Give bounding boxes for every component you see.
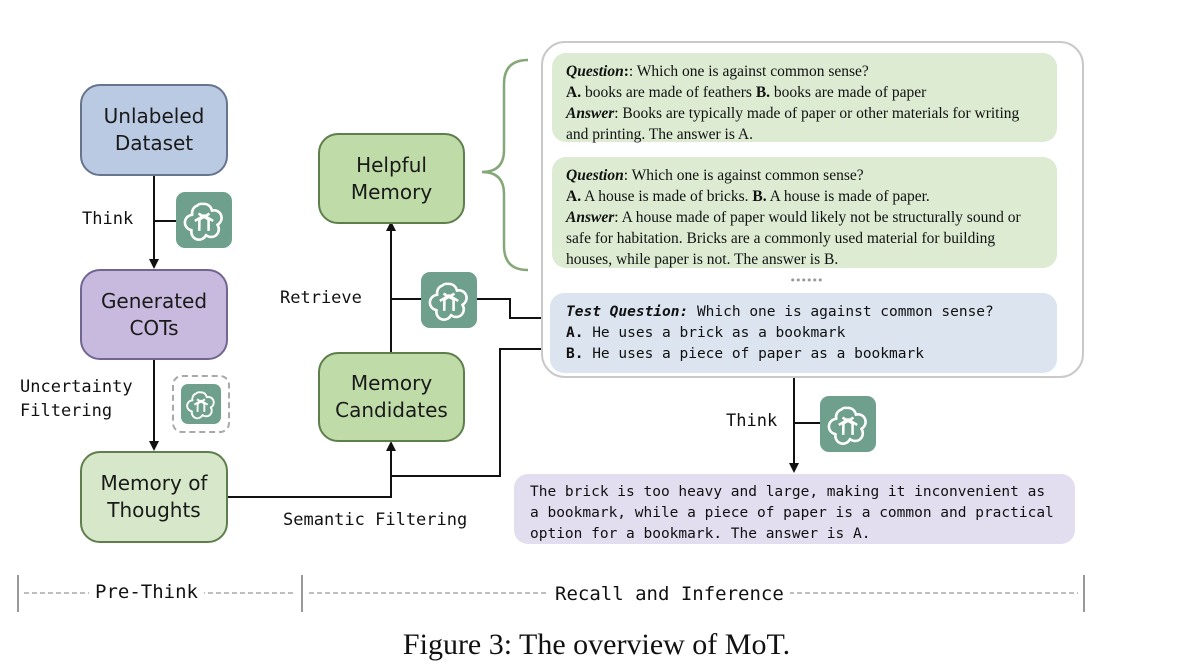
question-text: : Which one is against common sense? xyxy=(628,63,869,80)
test-option-a-text: He uses a brick as a bookmark xyxy=(583,325,846,341)
node-helpful-memory: Helpful Memory xyxy=(318,133,465,224)
option-a-text: A house is made of bricks. xyxy=(581,188,753,205)
node-memory-of-thoughts: Memory of Thoughts xyxy=(80,451,228,543)
memory-example-1: Question:: Which one is against common s… xyxy=(552,53,1057,143)
test-option-b-text: He uses a piece of paper as a bookmark xyxy=(583,346,924,362)
test-question-card: Test Question: Which one is against comm… xyxy=(550,293,1057,373)
label-uncertainty-filtering: Uncertainty Filtering xyxy=(20,377,133,421)
answer-label: Answer xyxy=(566,209,615,226)
option-b-text: A house is made of paper. xyxy=(766,188,930,205)
answer-label: Answer xyxy=(566,105,615,122)
question-text: : Which one is against common sense? xyxy=(623,167,864,184)
openai-logo-icon xyxy=(181,384,221,424)
final-answer-card: The brick is too heavy and large, making… xyxy=(514,474,1075,544)
question-label: Question xyxy=(566,167,624,184)
option-a-label: A. xyxy=(566,188,582,205)
option-a-label: A. xyxy=(566,84,582,101)
optional-llm-box xyxy=(172,375,230,433)
test-option-a-label: A. xyxy=(566,325,584,341)
label-retrieve: Retrieve xyxy=(280,288,362,308)
answer-text: : Books are typically made of paper or o… xyxy=(566,105,1020,143)
brace xyxy=(481,58,529,272)
option-b-label: B. xyxy=(752,188,767,205)
test-question-text: Which one is against common sense? xyxy=(688,304,994,320)
openai-logo-icon xyxy=(176,192,232,248)
question-label: Question xyxy=(566,63,624,80)
label-think-inference: Think xyxy=(726,411,778,431)
edge-mot-to-candidates xyxy=(228,448,392,498)
stage-label-recall-inference: Recall and Inference xyxy=(549,583,790,605)
openai-logo-icon xyxy=(421,272,477,328)
answer-text: : A house made of paper would likely not… xyxy=(566,209,1021,268)
node-memory-candidates: Memory Candidates xyxy=(318,352,465,442)
node-unlabeled-dataset: Unlabeled Dataset xyxy=(80,84,228,176)
figure-caption: Figure 3: The overview of MoT. xyxy=(402,628,791,661)
openai-logo-icon xyxy=(820,396,876,452)
test-question-label: Test Question: xyxy=(566,304,689,320)
option-b-text: books are made of paper xyxy=(770,84,927,101)
label-think-pre: Think xyxy=(82,209,134,229)
option-a-text: books are made of feathers xyxy=(581,84,756,101)
memory-example-2: Question: Which one is against common se… xyxy=(552,157,1057,268)
ellipsis-more-examples: •••••• xyxy=(789,274,824,287)
stage-label-pre-think: Pre-Think xyxy=(89,581,204,603)
node-generated-cots: Generated COTs xyxy=(80,269,228,360)
test-option-b-label: B. xyxy=(566,346,584,362)
label-semantic-filtering: Semantic Filtering xyxy=(283,510,468,530)
option-b-label: B. xyxy=(755,84,771,101)
